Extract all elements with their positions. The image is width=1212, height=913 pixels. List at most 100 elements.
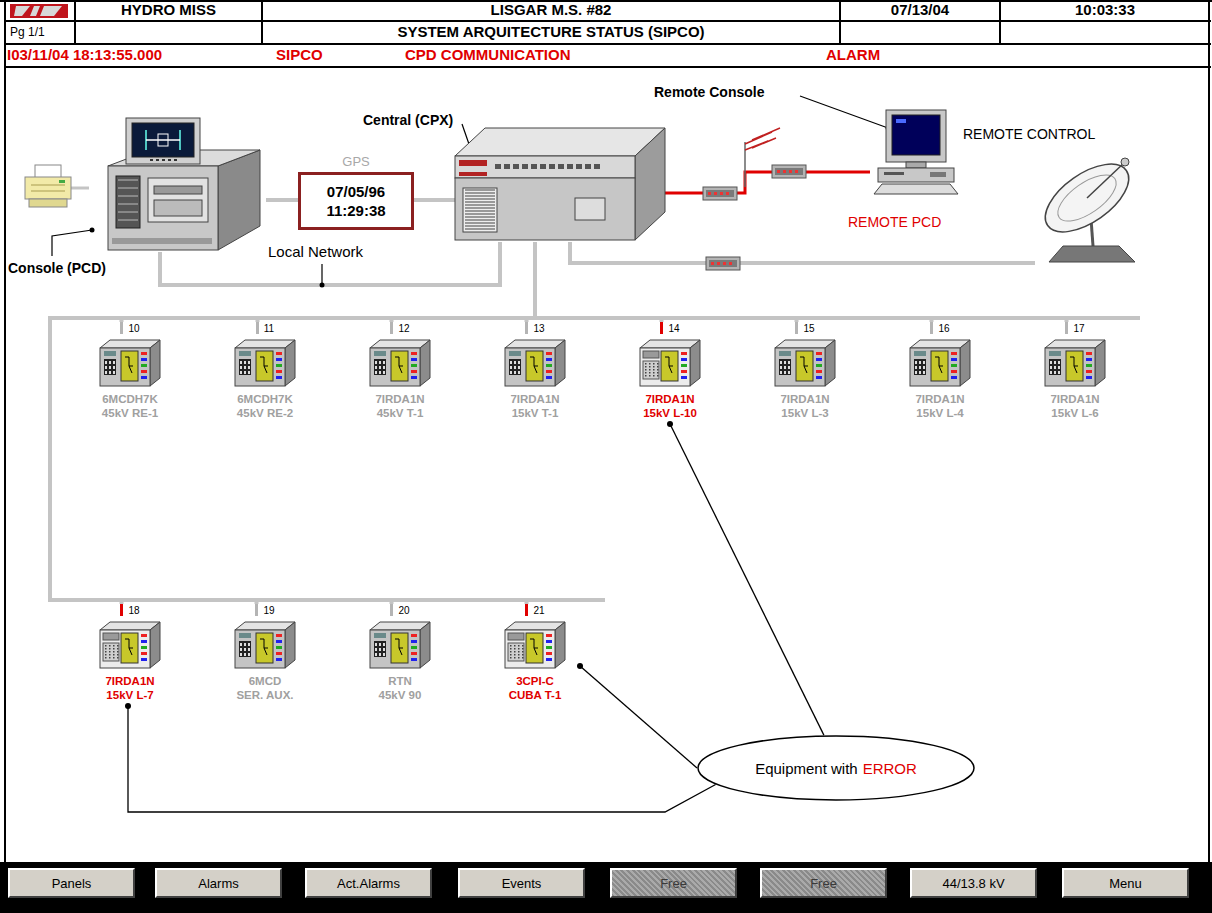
menu-button: Menu [1062,868,1189,898]
device-icon [368,620,432,670]
device-number: 19 [263,604,274,617]
device-model: RTN [388,674,412,688]
device-model: 7IRDA1N [780,392,829,406]
network-link [122,242,536,322]
leader-dot [577,663,583,669]
status-indicator [120,322,123,334]
header-grid [0,0,1212,862]
remote-console: Remote ConsoleREMOTE PCD [870,110,962,198]
protection-relay: 16 7IRDA1N15kV L-4 [895,322,985,424]
network-link [392,242,536,322]
button-label: Alarms [198,876,238,891]
printer-icon [25,165,89,207]
alarm-state: ALARM [826,45,880,65]
leader-line [52,96,888,283]
header-cell: LISGAR M.S. #82 [262,0,840,20]
header-cell: HYDRO MISS [75,0,262,20]
logo [10,4,68,18]
edge-label: Local Network [268,243,363,261]
device-model: 7IRDA1N [510,392,559,406]
button-label: Free [660,876,687,891]
device-number: 17 [1073,322,1084,335]
console-icon [88,116,266,252]
network-link [414,198,455,202]
network-link [535,242,662,322]
gps-clock: GPS07/05/96 11:29:38 [298,172,414,230]
status-indicator [795,322,798,334]
alarm-text: CPD COMMUNICATION [405,45,571,65]
button-label: Act.Alarms [337,876,400,891]
console-workstation: Console (PCD) [88,116,266,252]
device-icon [1043,338,1107,388]
node-heading: REMOTE CONTROL [963,126,1095,142]
device-feeder: 15kV L-6 [1051,406,1098,420]
menu-button: Act.Alarms [305,868,432,898]
device-feeder: 15kV T-1 [512,406,559,420]
callout-text: Equipment with [755,760,858,777]
device-feeder: 15kV L-4 [916,406,963,420]
status-indicator [525,322,528,334]
leader-line [670,424,824,735]
button-bar [0,862,1212,913]
network-link [535,242,1067,322]
menu-button: Panels [8,868,135,898]
device-number: 16 [938,322,949,335]
computer-icon [870,110,962,198]
device-number: 10 [128,322,139,335]
leader-line [580,666,697,768]
leader-dot [667,421,673,427]
protection-relay: 20RTN45kV 90 [355,604,445,706]
network-link [266,198,298,202]
satellite-dish: REMOTE CONTROL [1035,150,1150,268]
node-heading: GPS [301,154,411,169]
menu-button: Alarms [155,868,282,898]
alarm-time: I03/11/04 18:13:55.000 [7,45,162,65]
device-number: 14 [668,322,679,335]
button-label: Panels [52,876,92,891]
clock-readout: 07/05/96 11:29:38 [304,182,408,220]
network-link [258,242,536,322]
modem-icon [772,165,806,178]
device-icon [773,338,837,388]
device-icon [98,338,162,388]
device-feeder: SER. AUX. [236,688,293,702]
network-link [50,242,535,604]
header-time: 10:03:33 [1000,0,1210,20]
device-feeder: CUBA T-1 [509,688,562,702]
network-link [665,172,870,193]
menu-button: Free [760,868,887,898]
button-label: 44/13.8 kV [942,876,1004,891]
device-number: 12 [398,322,409,335]
device-icon [503,620,567,670]
status-indicator [256,322,259,334]
node-heading: Console (PCD) [8,260,106,276]
button-label: Free [810,876,837,891]
protection-relay: 187IRDA1N15kV L-7 [85,604,175,706]
modem-icon [703,187,737,200]
alarm-source: SIPCO [276,45,323,65]
status-indicator [255,604,258,616]
device-number: 21 [533,604,544,617]
device-feeder: 45kV T-1 [377,406,424,420]
device-icon [503,338,567,388]
status-indicator [390,604,393,616]
leader-dot [125,703,131,709]
protection-relay: 116MCDH7K45kV RE-2 [220,322,310,424]
node-caption: REMOTE PCD [848,214,941,230]
device-model: 7IRDA1N [915,392,964,406]
protection-relay: 106MCDH7K45kV RE-1 [85,322,175,424]
device-model: 7IRDA1N [105,674,154,688]
device-feeder: 45kV RE-1 [102,406,158,420]
device-number: 15 [803,322,814,335]
dish-icon [1035,150,1150,268]
device-icon [98,620,162,670]
device-number: 13 [533,322,544,335]
network-link [535,242,932,322]
protection-relay: 147IRDA1N15kV L-10 [625,322,715,424]
node-heading: Central (CPX) [363,112,453,128]
leader-dot [90,126,891,288]
menu-button: 44/13.8 kV [910,868,1037,898]
protection-relay: 157IRDA1N15kV L-3 [760,322,850,424]
